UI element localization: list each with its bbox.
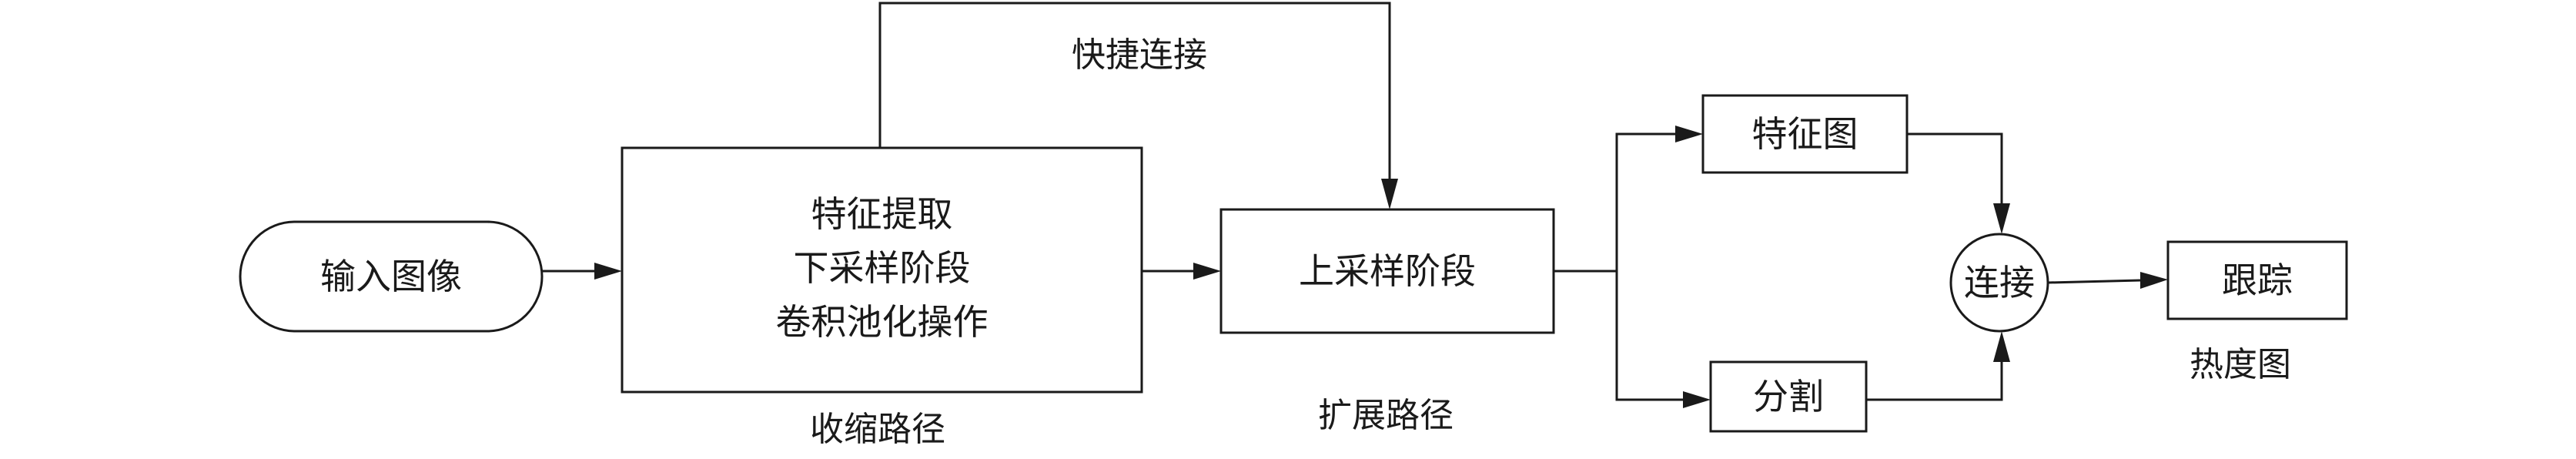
- feature-map-node: [1701, 94, 1909, 174]
- input-image-label: 输入图像: [320, 256, 462, 297]
- edge-feature-map-to-concat: [1907, 132, 2003, 203]
- contract-stage-line-2: 下采样阶段: [793, 247, 971, 289]
- tracking-label: 跟踪: [2222, 260, 2293, 301]
- arrowhead-contract-to-upsample: [1193, 263, 1221, 280]
- arrowhead-skip-connection: [1381, 179, 1398, 209]
- arrowhead-concat-to-tracking: [2140, 272, 2168, 289]
- contract-stage-line-3: 卷积池化操作: [775, 301, 989, 343]
- arrowhead-feature-map-to-concat: [1993, 203, 2010, 234]
- contracting-stage-node: [621, 146, 1143, 394]
- arrowhead-split-to-feature-map: [1675, 126, 1703, 142]
- tracking-node: [2166, 240, 2348, 320]
- segmentation-label: 分割: [1753, 376, 1824, 417]
- edge-skip-connection: [878, 2, 1391, 179]
- edge-concat-to-tracking: [2047, 279, 2141, 284]
- upsampling-stage-node: [1219, 208, 1555, 334]
- arrowhead-segmentation-to-concat: [1993, 331, 2010, 362]
- heatmap-label: 热度图: [2190, 345, 2291, 384]
- contract-stage-line-1: 特征提取: [811, 193, 953, 235]
- edge-split-to-feature-map: [1615, 132, 1675, 271]
- arrowhead-split-to-segmentation: [1683, 391, 1711, 408]
- upsample-stage-label: 上采样阶段: [1299, 250, 1476, 292]
- skip-connection-label: 快捷连接: [1072, 35, 1207, 75]
- input-image-node: [239, 220, 544, 333]
- edge-segmentation-to-concat: [1866, 362, 2003, 401]
- segmentation-node: [1709, 360, 1868, 433]
- edge-split-to-segmentation: [1615, 271, 1683, 401]
- expanding-path-label: 扩展路径: [1318, 396, 1454, 435]
- arrowhead-input-to-contract: [594, 263, 622, 280]
- concat-label: 连接: [1964, 262, 2035, 303]
- feature-map-label: 特征图: [1751, 113, 1858, 155]
- contracting-path-label: 收缩路径: [810, 410, 945, 449]
